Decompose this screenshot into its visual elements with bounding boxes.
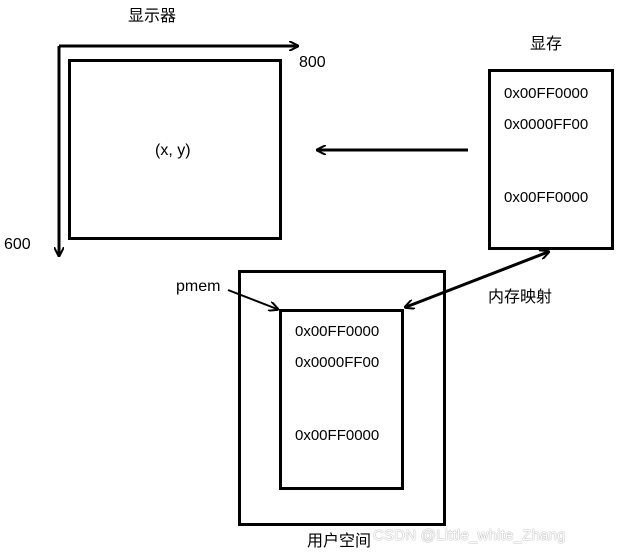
mapped-value-1: 0x00FF0000 bbox=[295, 323, 380, 340]
pmem-arrow bbox=[227, 289, 277, 309]
vram-value-1: 0x00FF0000 bbox=[504, 85, 589, 102]
display-height-label: 600 bbox=[4, 236, 31, 253]
memory-mapping-label: 内存映射 bbox=[488, 289, 553, 306]
vram-value-2: 0x0000FF00 bbox=[504, 116, 589, 133]
vram-title: 显存 bbox=[530, 36, 563, 53]
display-width-label: 800 bbox=[299, 54, 326, 71]
vram-value-3: 0x00FF0000 bbox=[504, 189, 589, 206]
vram-block bbox=[488, 69, 614, 250]
pixel-coordinate-label: (x, y) bbox=[155, 142, 191, 159]
memory-mapping-arrow bbox=[406, 252, 548, 307]
display-title: 显示器 bbox=[128, 8, 177, 25]
mapped-memory-block bbox=[279, 309, 404, 490]
user-space-block bbox=[238, 270, 446, 526]
mapped-value-3: 0x00FF0000 bbox=[295, 427, 380, 444]
mapped-value-2: 0x0000FF00 bbox=[295, 354, 380, 371]
watermark: CSDN @Little_white_Zhang bbox=[373, 527, 566, 544]
display-screen bbox=[68, 59, 282, 240]
pmem-label: pmem bbox=[176, 278, 221, 295]
user-space-title: 用户空间 bbox=[307, 533, 372, 550]
